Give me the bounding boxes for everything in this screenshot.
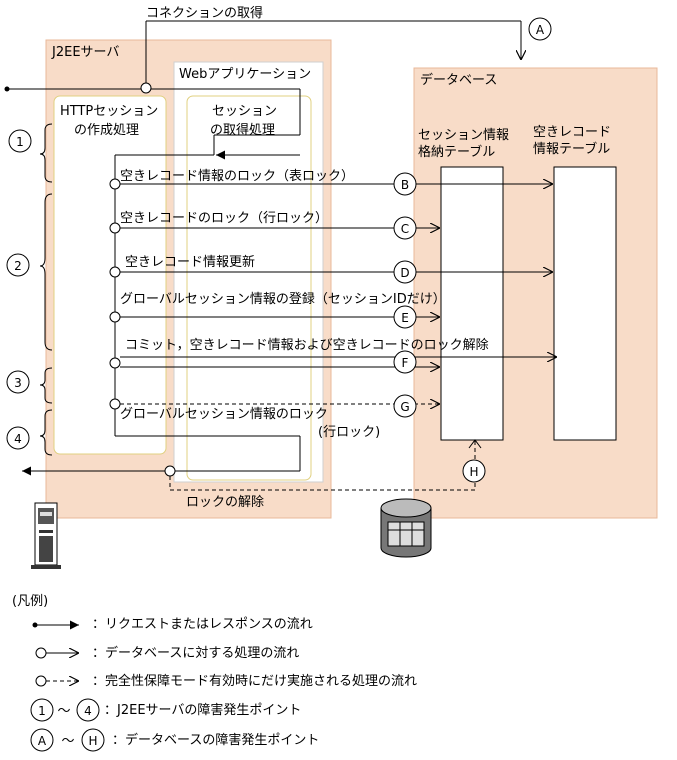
legend-db-range: A ～ H: [30, 728, 105, 752]
session-get-label-2: の取得処理: [210, 122, 275, 138]
db-point-f: F: [393, 350, 417, 374]
db-point-c: C: [393, 216, 417, 240]
server-point-1: 1: [8, 129, 32, 153]
client-terminal-icon: [31, 502, 61, 569]
connection-label: コネクションの取得: [146, 5, 263, 21]
http-session-label-1: HTTPセッション: [60, 104, 158, 119]
step-global-lock-label-2: (行ロック): [318, 425, 380, 440]
step-update: [109, 266, 553, 278]
session-get-label-1: セッション: [212, 104, 277, 119]
svg-text:1: 1: [16, 135, 24, 149]
database-label: データベース: [420, 72, 497, 88]
database-icon: [380, 498, 432, 558]
http-session-label-2: の作成処理: [74, 123, 139, 138]
legend-request-sample: [32, 620, 79, 630]
table-session-label-2: 格納テーブル: [418, 144, 495, 160]
http-session-box: [53, 95, 167, 455]
db-point-h: H: [462, 459, 486, 483]
step-lock-row: [109, 222, 440, 234]
connection-flow: [140, 20, 521, 94]
step-update-label: 空きレコード情報更新: [125, 254, 255, 270]
step-lock-row-label: 空きレコードのロック（行ロック）: [120, 211, 328, 226]
svg-text:F: F: [402, 356, 409, 370]
legend-db-points: ：データベースの障害発生ポイント: [112, 732, 319, 748]
svg-text:G: G: [400, 400, 409, 414]
svg-text:B: B: [401, 178, 409, 192]
table-free: [553, 166, 617, 441]
svg-text:1: 1: [38, 704, 46, 718]
session-get-box: [186, 95, 312, 481]
db-point-a: A: [528, 17, 552, 41]
svg-text:～: ～: [57, 704, 70, 719]
table-session: [440, 166, 504, 441]
svg-text:3: 3: [14, 376, 22, 390]
step-lock-table: [109, 178, 553, 190]
svg-text:4: 4: [84, 704, 92, 718]
svg-text:4: 4: [14, 432, 22, 446]
legend-server-points: ：J2EEサーバの障害発生ポイント: [104, 702, 301, 718]
legend-request: ：リクエストまたはレスポンスの流れ: [92, 617, 313, 632]
db-point-b: B: [393, 172, 417, 196]
server-point-2: 2: [6, 253, 30, 277]
legend-db-flow-sample: [35, 647, 79, 659]
svg-text:～: ～: [61, 734, 74, 749]
step-lock-table-label: 空きレコード情報のロック（表ロック）: [120, 169, 354, 184]
webapp-label: Webアプリケーション: [179, 67, 311, 82]
svg-text:A: A: [38, 734, 47, 748]
table-free-label-1: 空きレコード: [533, 125, 611, 140]
svg-text:H: H: [88, 734, 97, 748]
db-point-e: E: [393, 305, 417, 329]
j2ee-server-label: J2EEサーバ: [51, 45, 119, 60]
step-register-label: グローバルセッション情報の登録（セッションIDだけ）: [120, 292, 446, 307]
step-global-lock: [109, 398, 440, 410]
legend-integrity-flow: ：完全性保障モード有効時にだけ実施される処理の流れ: [92, 673, 417, 689]
svg-text:C: C: [401, 222, 409, 236]
svg-text:2: 2: [14, 259, 22, 273]
db-point-d: D: [393, 260, 417, 284]
svg-text:D: D: [400, 266, 409, 280]
request-in-flow: [4, 86, 301, 436]
legend-integrity-sample: [35, 675, 79, 687]
svg-text:E: E: [401, 311, 409, 325]
server-point-4: 4: [6, 426, 30, 450]
step-register: [109, 311, 440, 323]
step-commit: [109, 357, 557, 368]
svg-text:H: H: [469, 465, 478, 479]
legend-server-range: 1 ～ 4: [30, 698, 100, 722]
legend-title: (凡例): [12, 594, 48, 609]
server-braces: [39, 123, 53, 456]
table-session-label-1: セッション情報: [418, 128, 509, 143]
svg-text:A: A: [536, 23, 545, 37]
unlock-label: ロックの解除: [186, 495, 264, 510]
step-commit-label: コミット，空きレコード情報および空きレコードのロック解除: [125, 338, 489, 353]
db-point-g: G: [393, 394, 417, 418]
server-point-3: 3: [6, 370, 30, 394]
legend-db-flow: ：データベースに対する処理の流れ: [92, 645, 299, 661]
table-free-label-2: 情報テーブル: [533, 141, 610, 157]
step-global-lock-label-1: グローバルセッション情報のロック: [120, 407, 328, 422]
